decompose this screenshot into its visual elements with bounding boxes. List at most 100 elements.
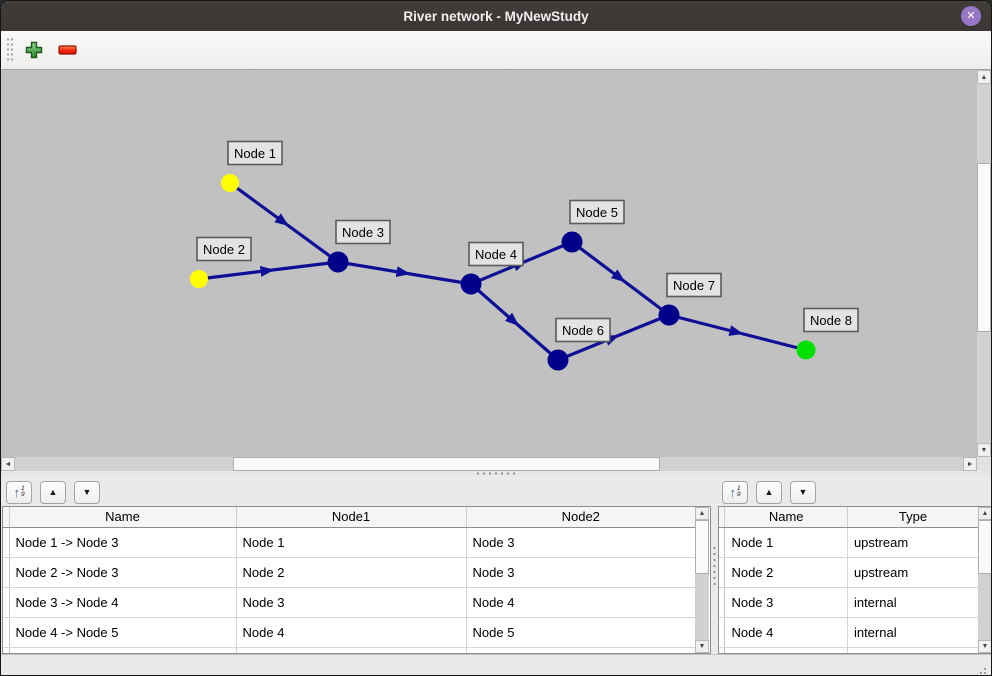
column-header[interactable]: Node1 (236, 507, 467, 528)
scroll-up-icon: ▲ (980, 73, 988, 81)
graph-edge[interactable] (198, 260, 339, 281)
scroll-down-button[interactable]: ▼ (695, 640, 709, 653)
table-cell[interactable]: Node 3 (466, 557, 695, 588)
graph-node[interactable] (658, 304, 680, 326)
splitter-handle[interactable] (712, 545, 716, 585)
scrollbar-track[interactable] (695, 520, 709, 640)
table-cell[interactable]: internal (847, 587, 978, 618)
node-label-box (227, 140, 283, 166)
scroll-right-button[interactable]: ► (963, 457, 978, 471)
table-cell[interactable]: Node 5 (466, 617, 695, 648)
canvas-horizontal-scrollbar[interactable]: ◄ ► (1, 457, 978, 471)
row-header-strip (3, 587, 10, 618)
table-cell[interactable]: Node 1 (724, 527, 848, 558)
window-title: River network - MyNewStudy (403, 8, 589, 24)
edges-table-scrollbar[interactable]: ▲ ▼ (695, 507, 709, 653)
graph-edge[interactable] (668, 313, 807, 352)
canvas-vertical-scrollbar[interactable]: ▲ ▼ (977, 70, 991, 457)
scrollbar-thumb[interactable] (978, 520, 991, 574)
table-cell[interactable]: Node 3 (724, 587, 848, 618)
graph-edge[interactable] (557, 313, 670, 362)
scroll-down-button[interactable]: ▼ (977, 443, 991, 457)
scroll-up-button[interactable]: ▲ (977, 70, 991, 84)
horizontal-splitter[interactable] (1, 471, 991, 476)
graph-node[interactable] (190, 270, 208, 288)
scrollbar-track[interactable] (977, 84, 991, 443)
scrollbar-thumb[interactable] (695, 520, 709, 574)
resize-grip[interactable] (975, 663, 988, 675)
table-cell[interactable]: Node 3 -> Node 4 (9, 587, 237, 618)
table-row[interactable] (3, 647, 695, 653)
graph-node[interactable] (561, 231, 583, 253)
nodes-table-scrollbar[interactable]: ▲ ▼ (978, 507, 991, 653)
table-cell[interactable]: Node 3 (236, 587, 467, 618)
table-cell[interactable]: internal (847, 617, 978, 648)
table-cell[interactable]: Node 2 (236, 557, 467, 588)
scroll-left-button[interactable]: ◄ (1, 457, 15, 471)
scroll-up-button[interactable]: ▲ (978, 507, 991, 520)
table-cell[interactable]: Node 4 -> Node 5 (9, 617, 237, 648)
scroll-up-button[interactable]: ▲ (695, 507, 709, 520)
titlebar[interactable]: River network - MyNewStudy ✕ (1, 1, 991, 31)
table-cell[interactable]: upstream (847, 557, 978, 588)
row-header-strip (719, 587, 726, 618)
node-label-box (803, 307, 859, 333)
node-label: Node 2 (203, 242, 245, 257)
table-cell[interactable]: Node 2 (724, 557, 848, 588)
graph-node[interactable] (221, 174, 239, 192)
table-cell[interactable]: Node 3 (466, 527, 695, 558)
graph-edge[interactable] (337, 260, 472, 286)
column-header[interactable]: Name (724, 507, 848, 528)
table-cell[interactable]: Node 4 (466, 587, 695, 618)
add-node-button[interactable] (21, 37, 47, 63)
node-label-box (196, 236, 252, 262)
close-button[interactable]: ✕ (961, 6, 981, 26)
table-cell[interactable]: upstream (847, 527, 978, 558)
table-cell[interactable]: Node 4 (724, 617, 848, 648)
status-bar (1, 654, 991, 675)
graph-node[interactable] (327, 251, 349, 273)
scrollbar-thumb[interactable] (977, 162, 991, 332)
scrollbar-thumb[interactable] (233, 457, 660, 471)
toolbar-grip[interactable] (6, 37, 13, 63)
graph-edge[interactable] (229, 181, 339, 264)
scrollbar-track[interactable] (15, 457, 964, 471)
move-down-button[interactable]: ▼ (74, 480, 100, 504)
move-up-button[interactable]: ▲ (40, 480, 66, 504)
vertical-splitter[interactable] (711, 476, 717, 654)
column-header[interactable]: Node2 (466, 507, 695, 528)
node-label: Node 4 (475, 247, 517, 262)
table-cell[interactable]: Node 1 -> Node 3 (9, 527, 237, 558)
graph-node[interactable] (796, 340, 816, 360)
graph-edge[interactable] (571, 240, 670, 317)
table-row[interactable] (719, 647, 978, 653)
graph-node[interactable] (547, 349, 569, 371)
move-up-button[interactable]: ▲ (756, 480, 782, 504)
column-header[interactable]: Name (9, 507, 237, 528)
table-cell[interactable]: Node 1 (236, 527, 467, 558)
scrollbar-track[interactable] (978, 520, 991, 640)
column-header[interactable]: Type (847, 507, 978, 528)
table-cell[interactable]: Node 4 (236, 617, 467, 648)
remove-node-button[interactable] (55, 37, 81, 63)
node-label-box (468, 241, 524, 267)
move-down-button[interactable]: ▼ (790, 480, 816, 504)
graph-edge[interactable] (469, 282, 560, 362)
scroll-down-button[interactable]: ▼ (978, 640, 991, 653)
graph-node[interactable] (460, 273, 482, 295)
splitter-handle[interactable] (476, 472, 516, 475)
table-cell[interactable]: Node 2 -> Node 3 (9, 557, 237, 588)
node-label-box (335, 219, 391, 245)
